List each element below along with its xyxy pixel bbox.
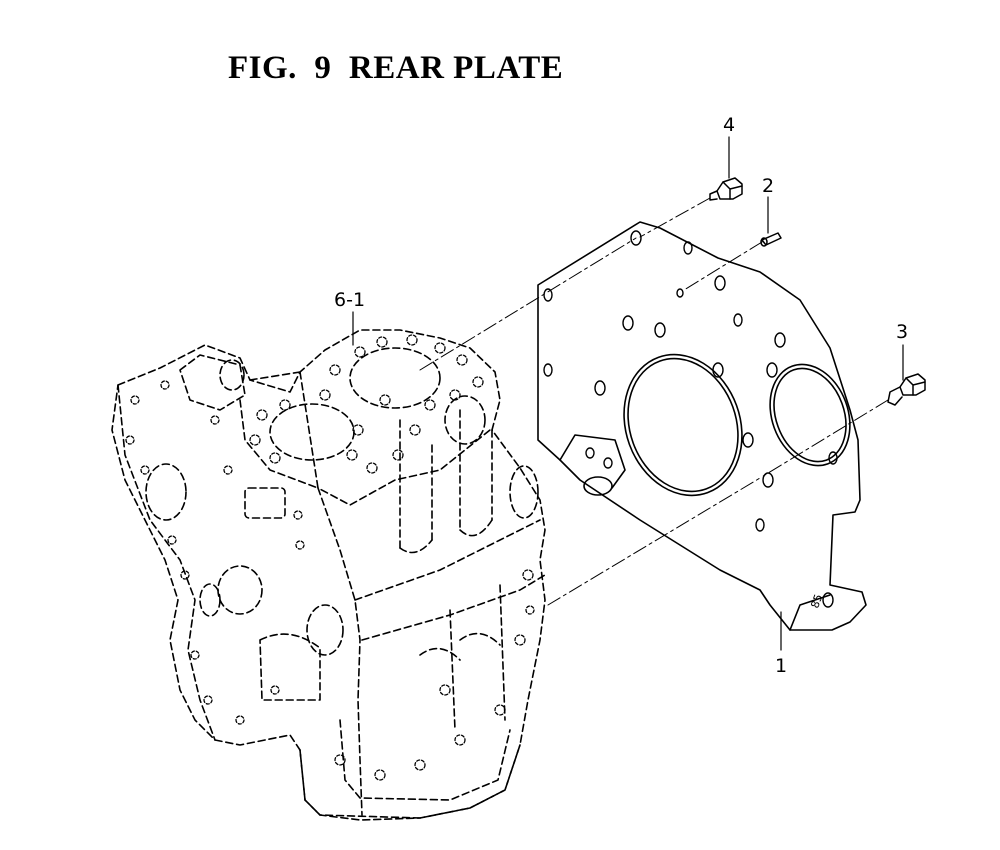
bolt-3 [887, 373, 926, 406]
callout-4: 4 [723, 114, 735, 136]
plate-marking: 85 [808, 592, 825, 610]
engine-block-holes [125, 334, 535, 781]
rear-plate [537, 221, 867, 631]
leader-lines [352, 136, 904, 651]
callout-2: 2 [762, 175, 774, 197]
rear-plate-holes [543, 230, 838, 608]
figure-title: FIG. 9 REAR PLATE [228, 50, 564, 86]
engine-block [111, 329, 546, 821]
alignment-lines [419, 197, 889, 606]
callout-1: 1 [775, 655, 787, 677]
callout-6-1: 6-1 [334, 289, 365, 311]
pin-2 [760, 232, 782, 247]
callout-3: 3 [896, 321, 908, 343]
bolt-4 [709, 177, 743, 201]
